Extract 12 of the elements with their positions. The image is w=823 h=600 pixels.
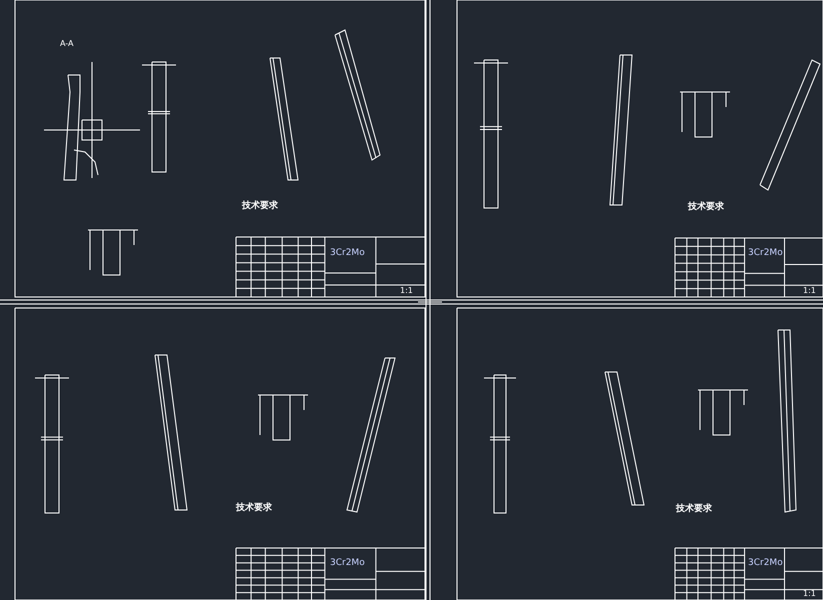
scale-text: 1:1	[803, 590, 816, 598]
requirements-heading: 技术要求	[242, 202, 278, 211]
requirements-heading: 技术要求	[676, 505, 712, 514]
material-text: 3Cr2Mo	[330, 559, 365, 568]
requirements-heading: 技术要求	[236, 504, 272, 513]
scale-text: 1:1	[400, 287, 413, 295]
material-text: 3Cr2Mo	[748, 249, 783, 258]
scale-text: 1:1	[803, 287, 816, 295]
requirements-heading: 技术要求	[688, 203, 724, 212]
material-text: 3Cr2Mo	[748, 559, 783, 568]
section-label: A-A	[60, 40, 74, 48]
material-text: 3Cr2Mo	[330, 249, 365, 258]
